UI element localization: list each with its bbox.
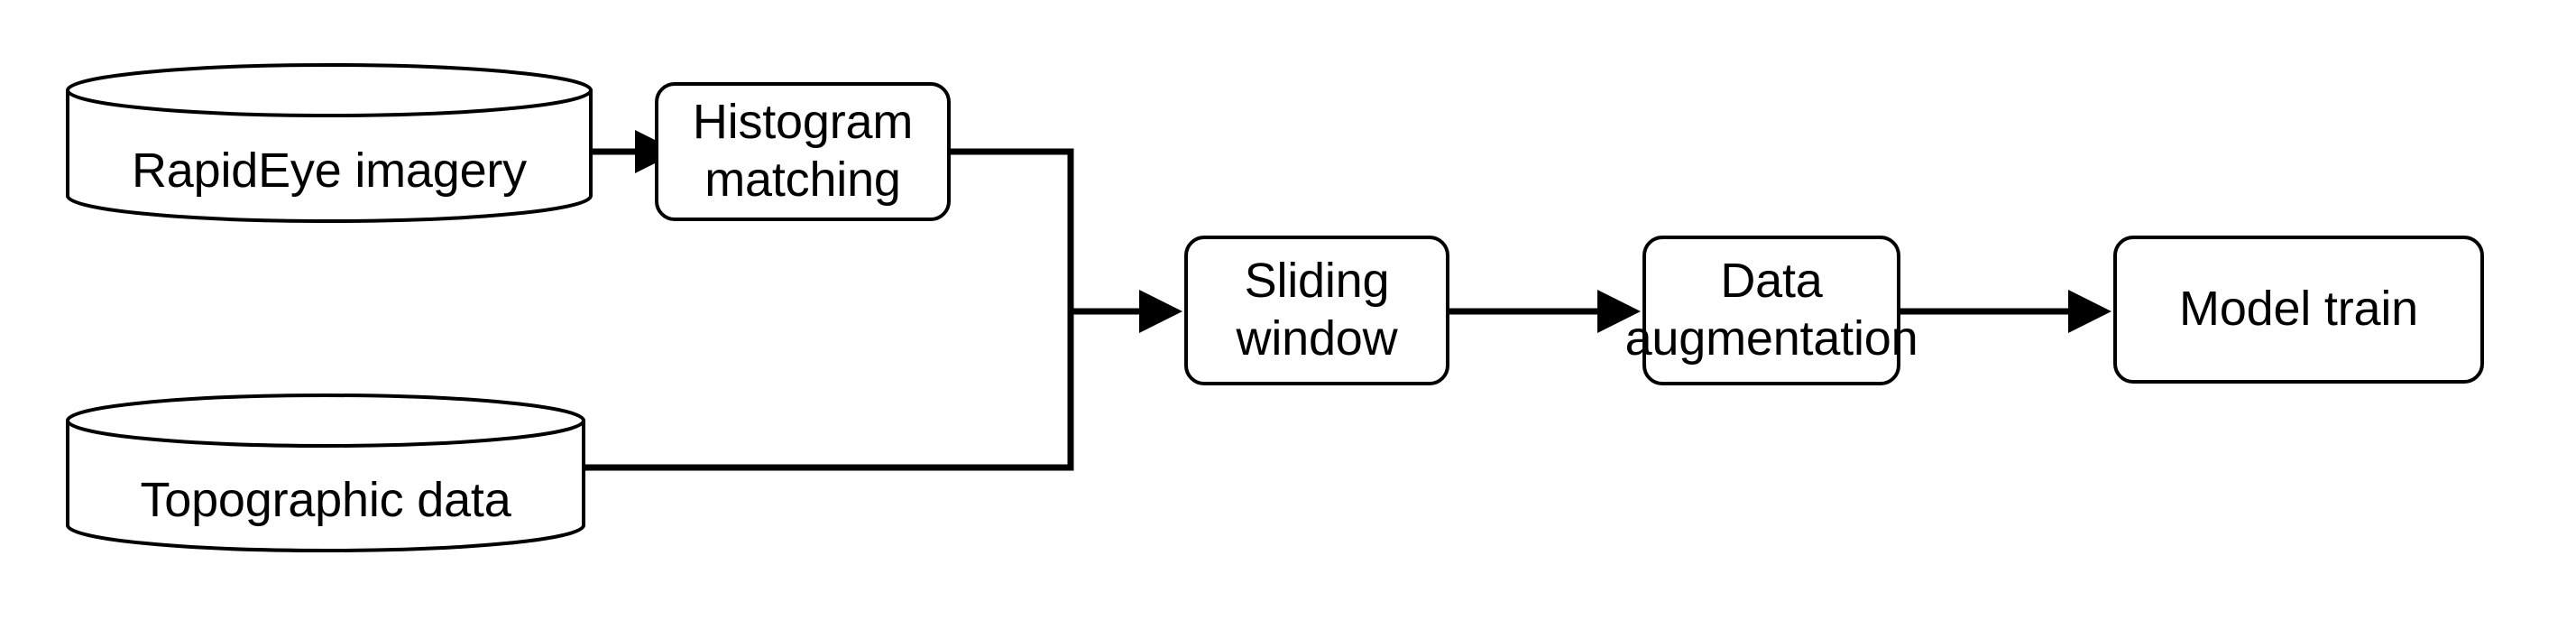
arrow-head-icon bbox=[1139, 290, 1182, 333]
node-hit-model-train[interactable] bbox=[2115, 237, 2482, 382]
cylinder-side bbox=[66, 88, 593, 223]
edge-line bbox=[584, 311, 1074, 471]
node-hit-rapideye-imagery[interactable] bbox=[68, 65, 591, 221]
cylinder-body bbox=[68, 65, 591, 221]
arrow-head-icon bbox=[1597, 290, 1641, 333]
cylinder-body bbox=[68, 395, 584, 551]
node-model-train[interactable] bbox=[2113, 236, 2484, 384]
arrow-head-icon bbox=[2068, 290, 2111, 333]
node-rapideye-imagery[interactable] bbox=[66, 63, 593, 223]
edge-histogram-to-junction bbox=[949, 148, 1074, 311]
edge-junction-to-sliding-window bbox=[1071, 290, 1182, 333]
edge-sliding-window-to-data-augmentation bbox=[1448, 290, 1641, 333]
node-box bbox=[1184, 236, 1449, 385]
node-hit-topographic-data[interactable] bbox=[68, 395, 584, 551]
edge-data-augmentation-to-model-train bbox=[1899, 290, 2111, 333]
node-hit-histogram-matching[interactable] bbox=[657, 84, 949, 219]
node-hit-sliding-window[interactable] bbox=[1186, 237, 1448, 384]
node-histogram-matching[interactable] bbox=[655, 82, 951, 221]
node-data-augmentation[interactable] bbox=[1642, 236, 1900, 385]
node-hit-data-augmentation[interactable] bbox=[1644, 237, 1899, 384]
edge-line bbox=[949, 148, 1074, 311]
node-topographic-data[interactable] bbox=[66, 394, 585, 552]
node-box bbox=[655, 82, 951, 221]
node-box bbox=[2113, 236, 2484, 384]
cylinder-side bbox=[66, 419, 585, 552]
edge-topographic-to-junction bbox=[584, 311, 1074, 471]
node-box bbox=[1642, 236, 1900, 385]
node-sliding-window[interactable] bbox=[1184, 236, 1449, 385]
